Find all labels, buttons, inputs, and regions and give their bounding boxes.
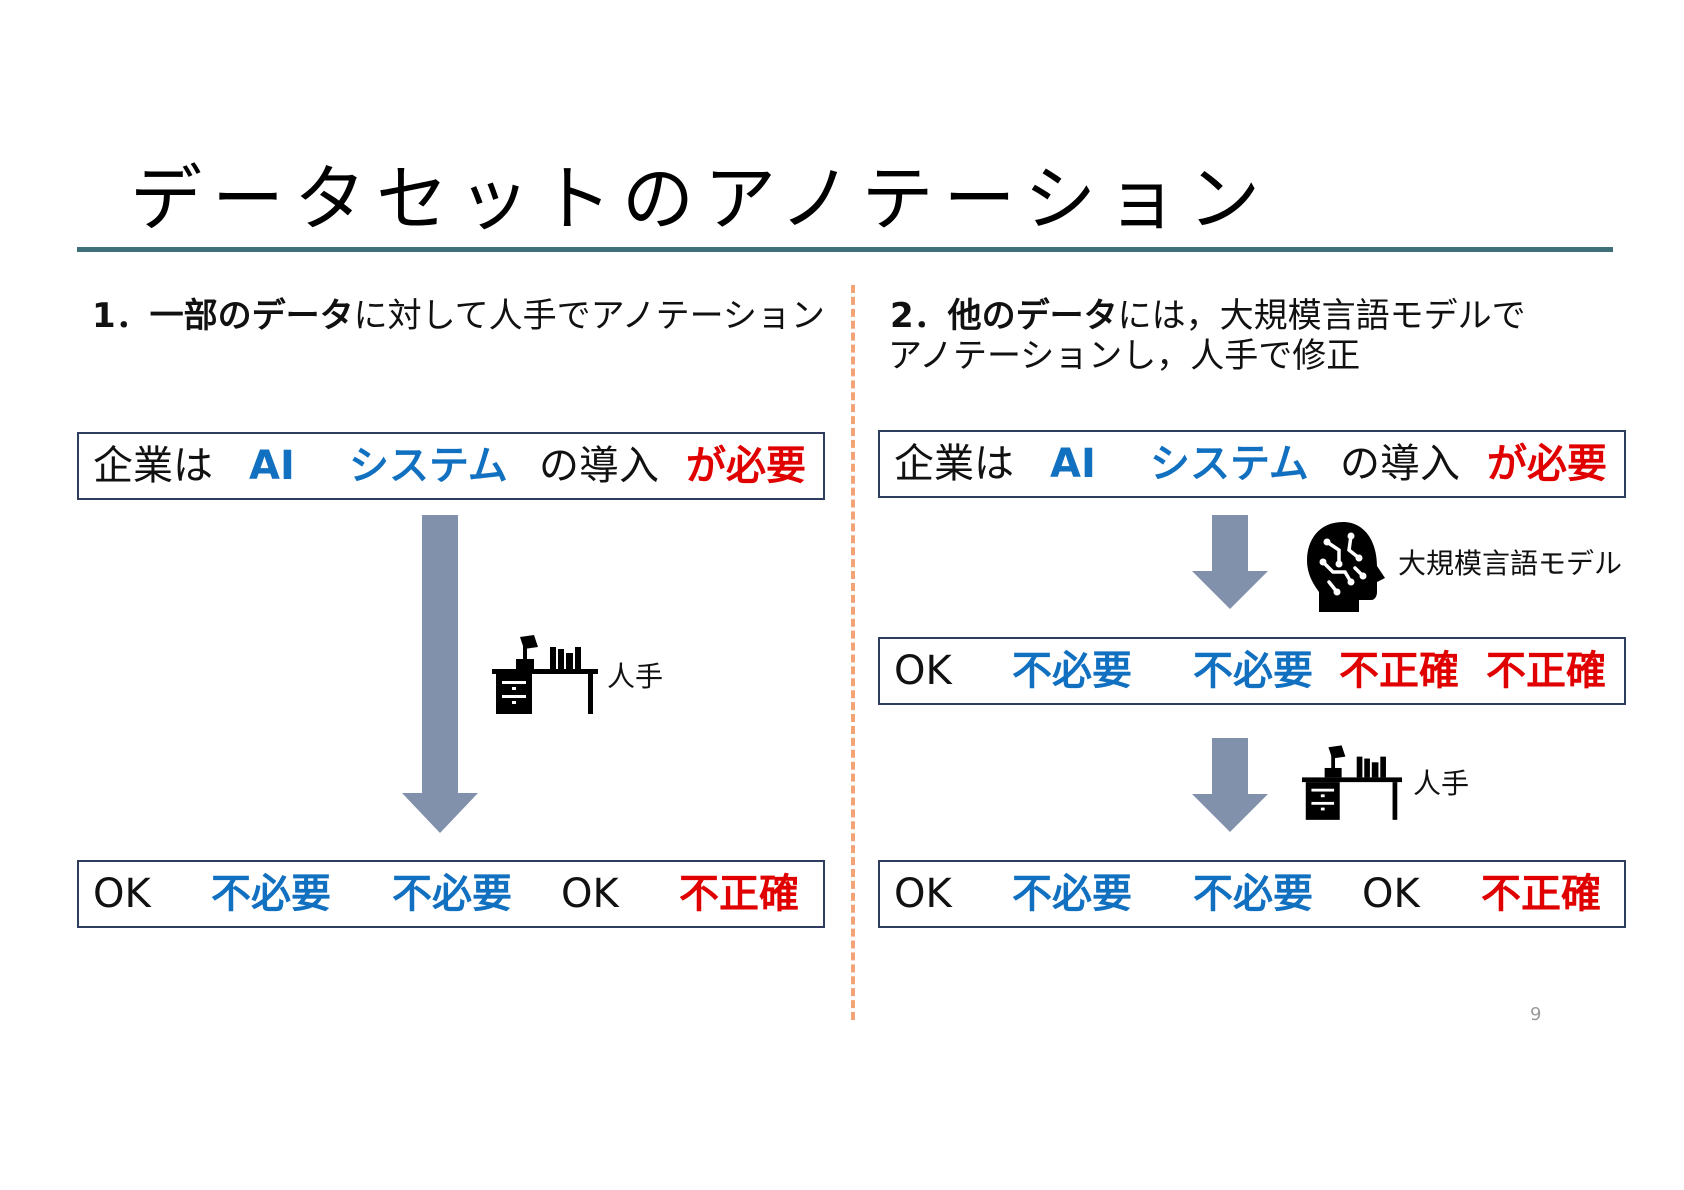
token: OK [1362,871,1420,917]
token: システム [1150,441,1309,487]
ai-head-icon [1307,522,1385,612]
token: 企業は [894,441,1014,487]
column-divider [851,285,855,1020]
token: 不正確 [1486,648,1606,694]
right-heading: 2．他のデータには，大規模言語モデルで [890,296,1526,336]
left-heading: 1．一部のデータに対して人手でアノテーション [92,296,825,336]
token: 不必要 [1012,648,1132,694]
left-heading-num: 1． [92,296,150,336]
desk-lamp-icon [1302,745,1402,820]
token: OK [894,871,952,917]
token: AI [1050,441,1096,487]
token: 不正確 [1339,648,1459,694]
left-down-arrow [402,515,478,833]
token: OK [93,871,151,917]
left-output-row: OK 不必要 不必要 OK 不正確 [77,860,825,928]
right-heading-line2: アノテーションし，人手で修正 [888,336,1361,376]
token: の導入 [1340,441,1460,487]
page-number: 9 [1530,1004,1542,1025]
right-down-arrow-2 [1192,738,1268,832]
left-human-label: 人手 [607,660,664,693]
right-human-label: 人手 [1413,767,1470,800]
left-heading-bold: 一部のデータ [149,296,354,336]
right-llm-row: OK 不必要 不必要 不正確 不正確 [878,637,1626,705]
left-heading-rest: に対して人手でアノテーション [353,296,825,336]
token: システム [349,443,508,489]
token: 不必要 [211,871,331,917]
left-input-row: 企業は AI システム の導入 が必要 [77,432,825,500]
right-heading-bold: 他のデータ [947,296,1118,336]
right-final-row: OK 不必要 不必要 OK 不正確 [878,860,1626,928]
token: 不正確 [679,871,799,917]
slide-title: データセットのアノテーション [130,157,1271,241]
right-heading-rest: には，大規模言語モデルで [1117,296,1526,336]
right-down-arrow-1 [1192,515,1268,609]
token: 企業は [93,443,213,489]
right-input-row: 企業は AI システム の導入 が必要 [878,430,1626,498]
token: 不必要 [1012,871,1132,917]
right-heading-num: 2． [890,296,948,336]
token: が必要 [1487,441,1607,487]
token: 不必要 [392,871,512,917]
token: OK [561,871,619,917]
desk-lamp-icon [492,635,598,714]
token: が必要 [686,443,806,489]
token: 不正確 [1481,871,1601,917]
token: 不必要 [1193,648,1313,694]
token: の導入 [539,443,659,489]
token: AI [249,443,295,489]
title-underline [77,247,1613,252]
token: 不必要 [1193,871,1313,917]
token: OK [894,648,952,694]
llm-label: 大規模言語モデル [1398,547,1623,580]
